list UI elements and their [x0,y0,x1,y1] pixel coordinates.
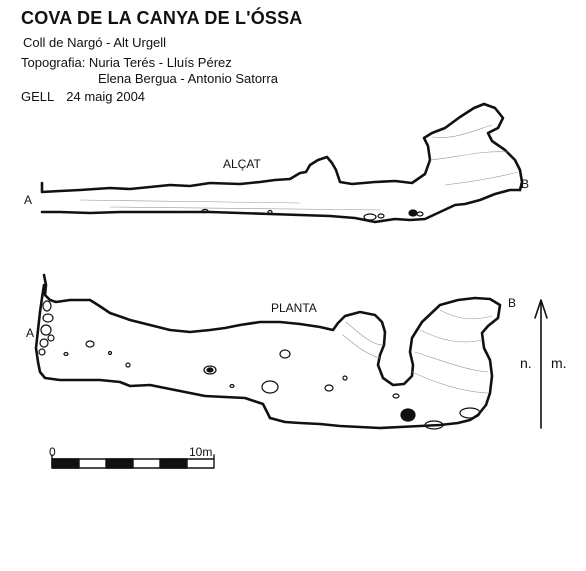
plan-hatching [342,309,493,394]
club-date-line: GELL 24 maig 2004 [21,89,145,104]
location-text: Coll de Nargó - Alt Urgell [23,35,167,50]
plan-boulders [38,300,481,430]
scale-end-label: 10m [189,445,213,459]
north-arrow-head [534,299,548,319]
elevation-boulders [201,208,424,221]
topography-credits-2: Elena Bergua - Antonio Satorra [98,71,278,86]
elevation-label: ALÇAT [223,157,261,171]
plan-point-b: B [508,296,517,310]
topography-credits-1: Topografia: Nuria Terés - Lluís Pérez [21,55,232,70]
north-label-n: n. [520,355,532,371]
plan-section [34,273,502,430]
scale-start-label: 0 [49,445,56,459]
elevation-section [40,102,524,224]
north-label-m: m. [551,355,567,371]
plan-outline-north [42,273,502,430]
club-name: GELL [21,89,55,104]
elevation-point-a: A [24,193,33,207]
map-title: COVA DE LA CANYA DE L'ÓSSA [21,8,303,28]
plan-label: PLANTA [271,301,317,315]
elevation-ceiling [40,102,524,194]
plan-point-a: A [26,326,35,340]
survey-date: 24 maig 2004 [66,89,146,104]
north-arrow [534,299,548,429]
scale-bar [51,454,215,469]
elevation-point-b: B [521,177,530,191]
plan-outline-south [34,283,272,420]
elevation-hatching [79,124,519,211]
elevation-floor [40,188,522,224]
